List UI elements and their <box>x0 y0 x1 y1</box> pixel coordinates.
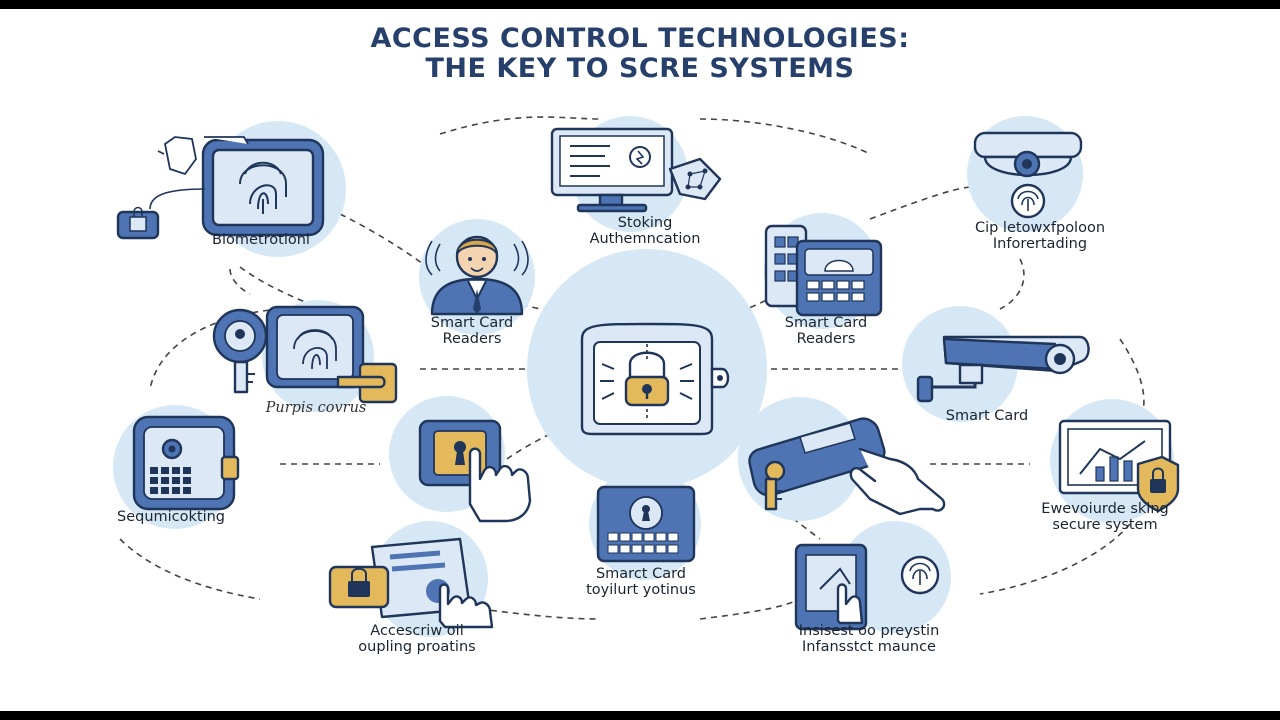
key-fingerprint-node <box>212 300 398 412</box>
label-line: Biometrotionl <box>212 232 310 248</box>
card-key-node <box>738 397 946 521</box>
chart-lock-node <box>1050 399 1180 523</box>
label-biometric: Biometrotionl <box>212 232 310 248</box>
keypad-reader-icon <box>764 224 883 317</box>
hand-outline-icon <box>157 136 249 176</box>
keyhole-keypad-icon <box>596 485 696 563</box>
lock-document-icon <box>328 537 494 629</box>
intercom-node <box>113 405 240 529</box>
lock-document-node <box>328 521 494 637</box>
page-title-line-2: THE KEY TO SCRE SYSTEMS <box>425 53 855 84</box>
label-acces: Accescriw oil oupling proatins <box>358 623 475 655</box>
padlock-shield-icon <box>580 322 730 436</box>
security-camera-node <box>902 306 1090 422</box>
chart-lock-icon <box>1058 419 1180 513</box>
label-line: Sequmicokting <box>116 509 226 525</box>
keypad-node <box>764 213 883 329</box>
tablet-fingerprint-icon <box>794 543 940 631</box>
label-line: Cip letowxfpoloon <box>974 220 1106 236</box>
label-line: toyilurt yotinus <box>586 582 696 598</box>
center-node <box>527 249 767 489</box>
label-smart-card: Smart Card <box>946 408 1028 424</box>
label-smarct: Smarct Card toyilurt yotinus <box>586 566 696 598</box>
page-title-line-1: ACCESS CONTROL TECHNOLOGIES: <box>370 23 910 54</box>
label-line: Purpis covrus <box>265 400 367 416</box>
label-line: Inforertading <box>992 236 1088 252</box>
label-line: Insisest oo preystin <box>798 623 940 639</box>
small-padlock-icon <box>116 206 160 240</box>
keyhole-keypad-node <box>589 468 701 580</box>
label-person-readers: Smart Card Readers <box>431 315 513 347</box>
biometric-node <box>116 121 346 257</box>
diagram-graphics <box>113 116 1180 637</box>
card-key-icon <box>748 417 946 516</box>
label-insisest: Insisest oo preystin Infansstct maunce <box>799 623 940 655</box>
touch-keyhole-icon <box>418 419 532 523</box>
label-line: oupling proatins <box>358 639 476 655</box>
label-line: Authemncation <box>589 231 701 247</box>
label-line: Smart Card <box>784 315 868 331</box>
security-camera-icon <box>916 335 1090 403</box>
label-line: Smart Card <box>945 408 1029 424</box>
label-line: Infansstct maunce <box>801 639 936 655</box>
label-line: Smarct Card <box>595 566 687 582</box>
label-line: Smart Card <box>430 315 514 331</box>
monitor-node <box>550 116 722 232</box>
monitor-icon <box>550 127 722 213</box>
label-keypad-readers: Smart Card Readers <box>785 315 867 347</box>
intercom-icon <box>132 415 240 511</box>
tablet-fingerprint-node <box>794 521 951 633</box>
label-purpis: Purpis covrus <box>266 400 367 416</box>
person-icon <box>425 235 529 316</box>
label-sequ: Sequmicokting <box>117 509 225 525</box>
camera-dome-icon <box>973 131 1083 219</box>
label-cip: Cip letowxfpoloon Inforertading <box>975 220 1105 252</box>
fingerprint-phone-icon <box>201 138 325 237</box>
label-every: Ewevoiurde sking secure system <box>1041 501 1168 533</box>
label-line: Stoking <box>617 215 673 231</box>
label-line: Readers <box>442 331 502 347</box>
label-line: Ewevoiurde sking <box>1041 501 1169 517</box>
label-line: Accescriw oil <box>370 623 464 639</box>
label-line: Readers <box>796 331 856 347</box>
key-fingerprint-icon <box>212 305 398 404</box>
touch-keyhole-node <box>389 396 532 523</box>
camera-dome-node <box>967 116 1083 232</box>
label-line: secure system <box>1052 517 1158 533</box>
person-node <box>419 219 535 335</box>
infographic-canvas: ACCESS CONTROL TECHNOLOGIES: THE KEY TO … <box>0 9 1280 711</box>
label-stoking: Stoking Authemncation <box>590 215 701 247</box>
